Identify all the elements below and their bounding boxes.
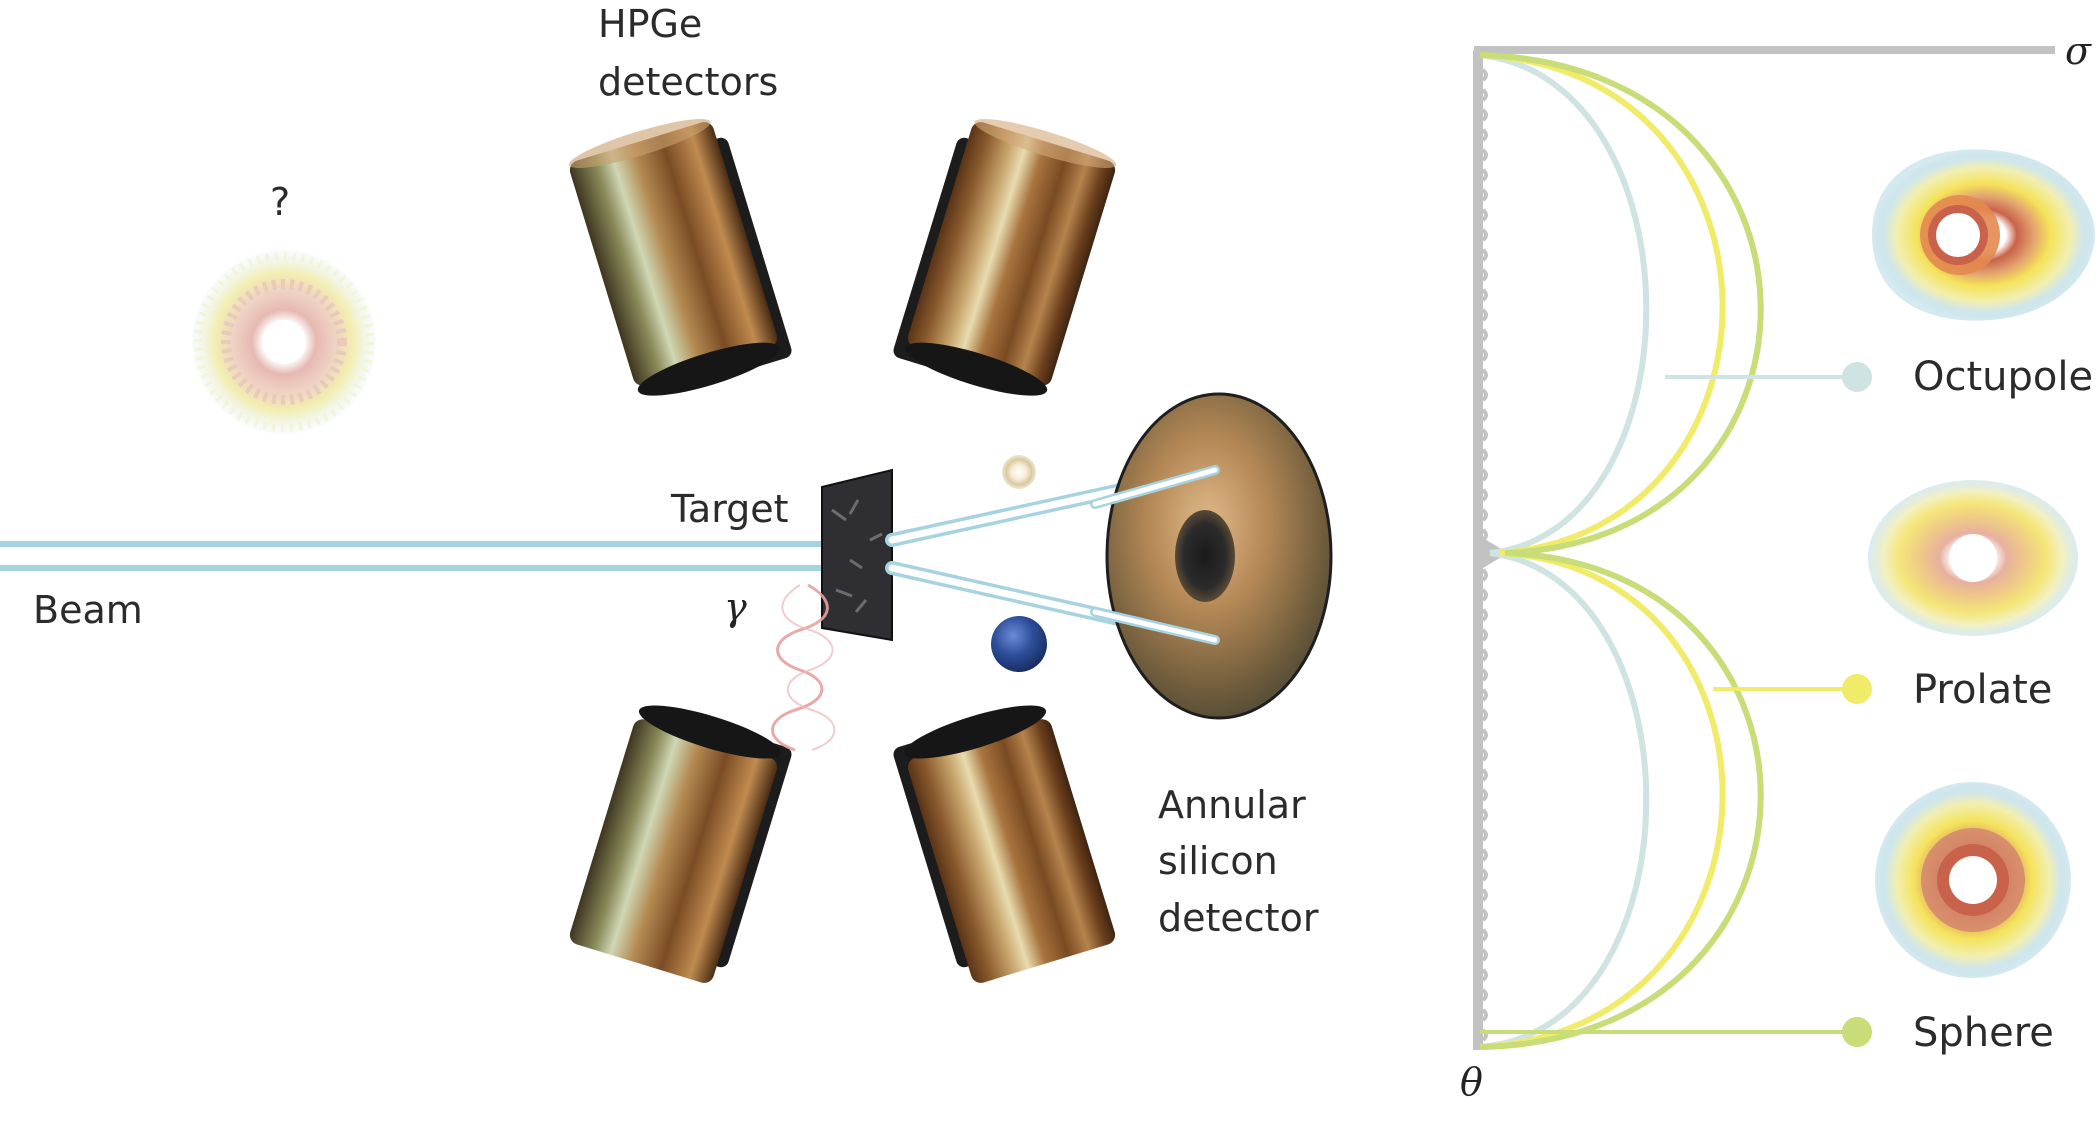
theta-symbol: θ — [1460, 1060, 1483, 1104]
annular-silicon-detector — [1090, 392, 1333, 720]
sphere-nucleus-icon — [1875, 782, 2071, 978]
question-mark-label: ? — [270, 180, 290, 224]
annular-label-line2: silicon — [1158, 839, 1278, 883]
recoil-nucleus — [1002, 455, 1036, 489]
gamma-wave-shadow — [781, 584, 836, 751]
hpge-detector-bottom-left — [569, 705, 792, 983]
theta-axis — [1473, 50, 1508, 1050]
sigma-symbol: σ — [2065, 29, 2092, 73]
target-label: Target — [670, 487, 789, 531]
projectile-particle — [991, 616, 1047, 672]
prolate-curve — [1479, 52, 1726, 1050]
beam-line — [0, 541, 862, 571]
octupole-curve — [1479, 52, 1650, 1050]
hpge-label-line2: detectors — [598, 60, 778, 104]
prolate-nucleus-icon — [1868, 480, 2078, 636]
beam-label: Beam — [33, 588, 143, 632]
sphere-label: Sphere — [1913, 1010, 2054, 1056]
annular-label-line1: Annular — [1158, 783, 1306, 827]
gamma-symbol: γ — [724, 585, 747, 629]
hpge-detector-bottom-right — [893, 705, 1116, 983]
gamma-wave — [771, 583, 829, 752]
prolate-label: Prolate — [1913, 667, 2052, 713]
sphere-connector — [1480, 1017, 1872, 1047]
hpge-label-line1: HPGe — [598, 2, 702, 46]
unknown-nucleus — [192, 250, 376, 434]
octupole-label: Octupole — [1913, 354, 2093, 400]
prolate-connector — [1713, 674, 1872, 704]
octupole-nucleus-icon — [1872, 149, 2095, 321]
sphere-curve — [1479, 52, 1764, 1050]
hpge-detector-top-left — [568, 118, 792, 396]
annular-label-line3: detector — [1158, 896, 1319, 940]
target — [821, 468, 893, 642]
hpge-detector-top-right — [893, 118, 1117, 396]
octupole-connector — [1665, 362, 1872, 392]
